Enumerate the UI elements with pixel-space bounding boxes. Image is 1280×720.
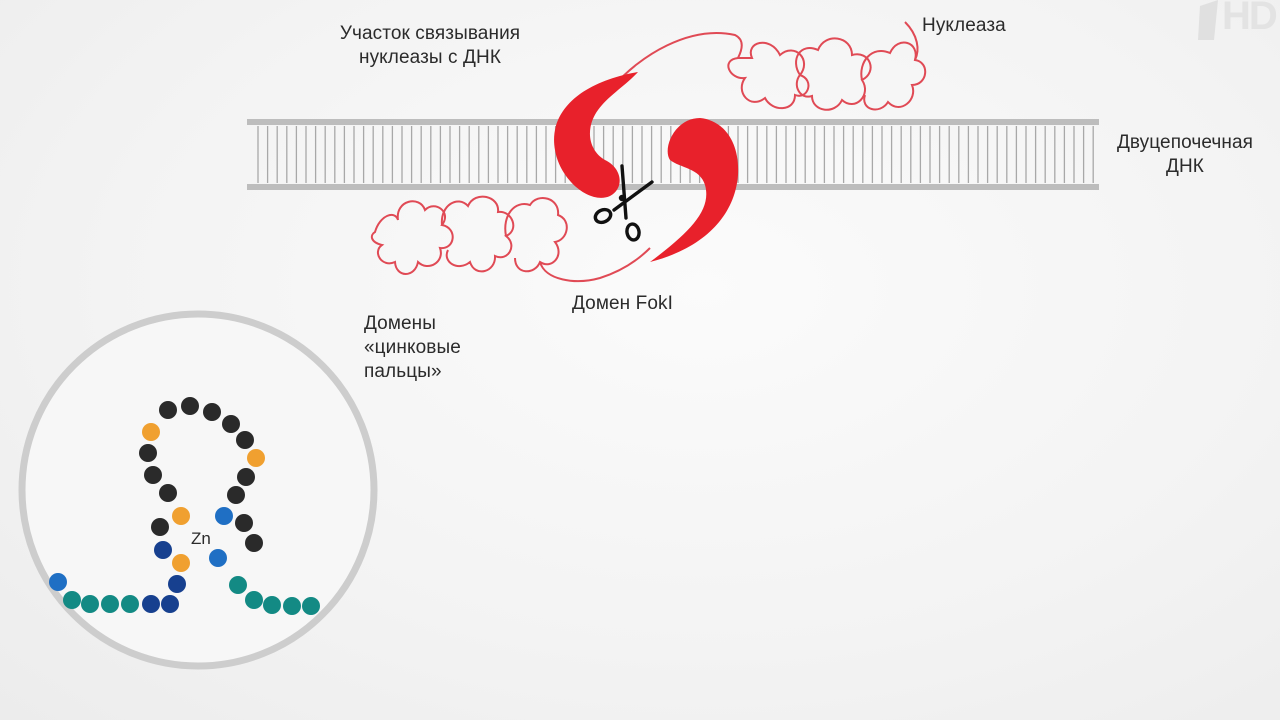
amino-acid-bead: [237, 468, 255, 486]
amino-acid-bead: [172, 507, 190, 525]
dna-double-helix: [247, 119, 1099, 190]
hd-logo-text: HD: [1222, 0, 1278, 38]
amino-acid-bead: [236, 431, 254, 449]
amino-acid-bead: [151, 518, 169, 536]
amino-acid-bead: [263, 596, 281, 614]
dsdna-label: Двуцепочечная ДНК: [1100, 131, 1270, 179]
amino-acid-bead: [245, 591, 263, 609]
amino-acid-bead: [172, 554, 190, 572]
amino-acid-bead: [154, 541, 172, 559]
scissors-icon: [593, 164, 654, 242]
foki-domain-right: [650, 118, 739, 262]
zinc-fingers-label-line-1: Домены: [364, 313, 437, 334]
zn-label: Zn: [191, 529, 211, 548]
zinc-fingers-label-line-2: «цинковые: [364, 337, 461, 358]
amino-acid-bead: [63, 591, 81, 609]
dsdna-label-line-2: ДНК: [1166, 156, 1204, 177]
channel-one-logo: [1198, 0, 1218, 40]
amino-acid-bead: [139, 444, 157, 462]
zinc-finger-zoom-circle: Zn: [18, 310, 378, 670]
amino-acid-bead: [181, 397, 199, 415]
zinc-fingers-label-line-3: пальцы»: [364, 361, 442, 382]
amino-acid-bead: [161, 595, 179, 613]
amino-acid-bead: [49, 573, 67, 591]
amino-acid-bead: [247, 449, 265, 467]
foki-domain-left: [554, 72, 638, 198]
foki-domains: [554, 72, 739, 262]
amino-acid-bead: [203, 403, 221, 421]
amino-acid-bead: [144, 466, 162, 484]
amino-acid-bead: [209, 549, 227, 567]
binding-site-label: Участок связывания нуклеазы с ДНК: [320, 22, 540, 70]
foki-domain-label: Домен FokI: [572, 293, 674, 314]
amino-acid-bead: [283, 597, 301, 615]
amino-acid-bead: [229, 576, 247, 594]
amino-acid-bead: [168, 575, 186, 593]
amino-acid-bead: [227, 486, 245, 504]
binding-site-label-line-1: Участок связывания: [339, 23, 521, 44]
amino-acid-bead: [142, 423, 160, 441]
amino-acid-bead: [121, 595, 139, 613]
binding-site-label-line-2: нуклеазы с ДНК: [358, 47, 501, 68]
amino-acid-bead: [159, 401, 177, 419]
nuclease-label: Нуклеаза: [922, 15, 1006, 36]
amino-acid-bead: [81, 595, 99, 613]
amino-acid-bead: [235, 514, 253, 532]
nuclease-loops: [611, 21, 927, 111]
dsdna-label-line-1: Двуцепочечная: [1116, 132, 1254, 153]
amino-acid-bead: [159, 484, 177, 502]
amino-acid-bead: [142, 595, 160, 613]
amino-acid-bead: [101, 595, 119, 613]
amino-acid-bead: [302, 597, 320, 615]
amino-acid-bead: [215, 507, 233, 525]
amino-acid-bead: [222, 415, 240, 433]
zinc-finger-loops: [370, 195, 651, 282]
zinc-fingers-label: Домены «цинковые пальцы»: [364, 312, 494, 384]
amino-acid-bead: [245, 534, 263, 552]
